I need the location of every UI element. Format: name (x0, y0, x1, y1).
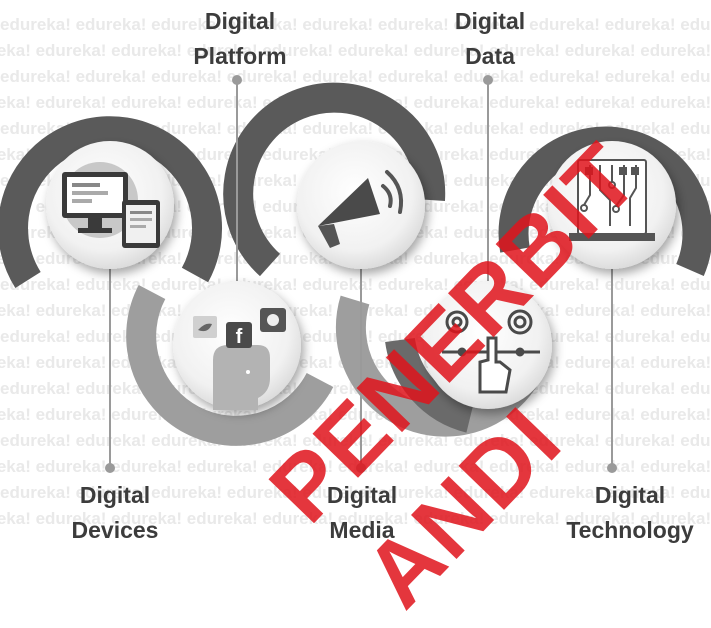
background-text-row: edureka! edureka! edureka! edureka! edur… (0, 119, 711, 138)
label-digital-devices: Digital Devices (40, 478, 190, 548)
node-devices (46, 141, 174, 269)
background-text-row: edureka! edureka! edureka! edureka! edur… (0, 275, 711, 294)
background-text-row: edureka! edureka! edureka! edureka! edur… (0, 431, 711, 450)
node-platform: f (173, 281, 301, 410)
connector-data (483, 75, 493, 285)
background-text-row: edureka! edureka! edureka! edureka! edur… (0, 15, 711, 34)
ring-media (223, 82, 446, 277)
label-digital-technology: Digital Technology (550, 478, 710, 548)
connector-technology (607, 265, 617, 473)
label-line-1: Digital (454, 8, 526, 34)
label-line-2: Technology (566, 517, 694, 543)
node-media (297, 141, 425, 269)
label-digital-data: Digital Data (415, 4, 565, 74)
megaphone-icon (318, 170, 404, 248)
connector-devices (105, 265, 115, 473)
svg-text:f: f (236, 326, 243, 348)
digital-flow-diagram: edureka! edureka! edureka! edureka! edur… (0, 15, 711, 528)
social-media-icon: f (193, 308, 286, 410)
label-line-1: Digital (204, 8, 276, 34)
background-text-row: edureka! edureka! edureka! edureka! edur… (0, 457, 711, 476)
label-line-1: Digital (79, 482, 151, 508)
background-text-row: edureka! edureka! edureka! edureka! edur… (0, 67, 711, 86)
ring-devices (0, 116, 223, 288)
connector-media (356, 265, 366, 473)
label-line-2: Platform (193, 43, 287, 69)
label-line-2: Devices (71, 517, 159, 543)
node-data (424, 281, 552, 409)
background-text-row: edureka! edureka! edureka! edureka! edur… (0, 509, 711, 528)
background-text-row: edureka! edureka! edureka! edureka! edur… (0, 41, 711, 60)
circuit-laptop-icon (569, 159, 655, 241)
node-technology (548, 141, 676, 269)
label-line-2: Media (329, 517, 395, 543)
background-text-row: edureka! edureka! edureka! edureka! edur… (0, 483, 711, 502)
label-digital-platform: Digital Platform (165, 4, 315, 74)
ring-platform (126, 285, 334, 446)
devices-icon (62, 162, 160, 248)
data-gears-icon (442, 309, 540, 394)
label-digital-media: Digital Media (287, 478, 437, 548)
label-line-1: Digital (326, 482, 398, 508)
label-line-2: Data (465, 43, 515, 69)
connector-platform (232, 75, 242, 285)
label-line-1: Digital (594, 482, 666, 508)
